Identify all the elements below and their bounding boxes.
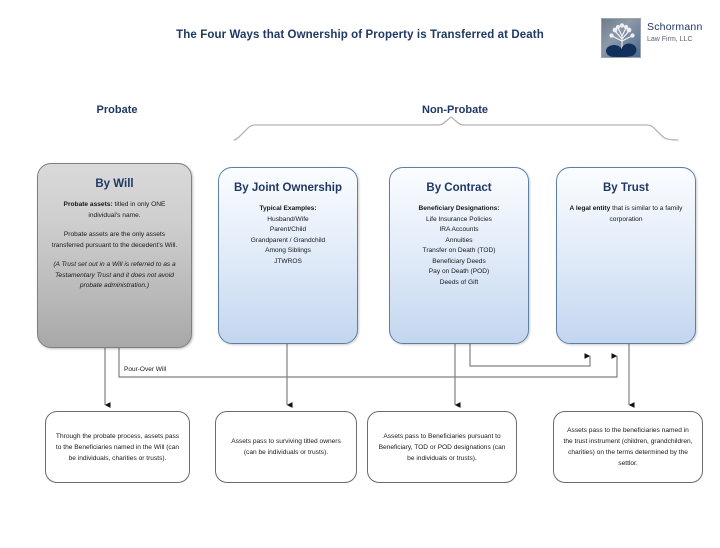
card-by-joint-ownership[interactable]: By Joint Ownership Typical Examples: Hus… xyxy=(218,167,358,344)
contract-list-item: Transfer on Death (TOD) xyxy=(422,247,496,254)
card-by-trust[interactable]: By Trust A legal entity that is similar … xyxy=(556,167,696,344)
card-body-by-joint-ownership: Typical Examples: Husband/Wife Parent/Ch… xyxy=(219,204,357,267)
logo-firm-name: Schormann xyxy=(647,21,703,33)
outcome-box-will[interactable]: Through the probate process, assets pass… xyxy=(45,411,190,483)
joint-list-item: JTWROS xyxy=(274,257,302,265)
outcome-box-joint-ownership[interactable]: Assets pass to surviving titled owners (… xyxy=(215,411,357,483)
card-title-by-will: By Will xyxy=(95,178,134,190)
contract-list-item: Annuities xyxy=(445,236,473,244)
contract-list-item: Life Insurance Policies xyxy=(426,215,492,223)
outcome-box-trust[interactable]: Assets pass to the beneficiaries named i… xyxy=(553,411,703,483)
card-by-contract[interactable]: By Contract Beneficiary Designations: Li… xyxy=(389,167,529,344)
outcome-text-trust: Assets pass to the beneficiaries named i… xyxy=(563,427,693,467)
card-title-by-trust: By Trust xyxy=(602,182,649,194)
pour-over-will-label: Pour-Over Will xyxy=(124,366,167,373)
joint-list-item: Grandparent / Grandchild xyxy=(250,236,326,244)
tree-logo-icon xyxy=(601,18,641,58)
joint-list-item: Parent/Child xyxy=(269,226,307,233)
joint-list-heading: Typical Examples: xyxy=(259,205,317,212)
page-title: The Four Ways that Ownership of Property… xyxy=(176,29,544,41)
group-label-non-probate: Non-Probate xyxy=(422,104,488,116)
contract-list-item: Beneficiary Deeds xyxy=(432,257,486,265)
joint-list-item: Among Siblings xyxy=(265,247,311,254)
outcome-text-will: Through the probate process, assets pass… xyxy=(55,432,180,462)
outcome-box-contract[interactable]: Assets pass to Beneficiaries pursuant to… xyxy=(367,411,517,483)
contract-list-item: IRA Accounts xyxy=(439,226,479,233)
firm-logo: Schormann Law Firm, LLC xyxy=(601,18,707,60)
card-body-by-will: Probate assets: titled in only ONE indiv… xyxy=(38,200,191,292)
by-trust-term: A legal entity xyxy=(569,205,611,212)
by-trust-paragraph-1: A legal entity that is similar to a fami… xyxy=(567,204,685,225)
contract-list-item: Deeds of Gift xyxy=(439,278,479,286)
group-label-probate: Probate xyxy=(96,104,138,116)
card-body-by-trust: A legal entity that is similar to a fami… xyxy=(557,204,695,225)
logo-wordmark: Schormann Law Firm, LLC xyxy=(647,21,709,45)
outcome-text-contract: Assets pass to Beneficiaries pursuant to… xyxy=(378,432,506,462)
by-trust-term-rest: that is similar to a family corporation xyxy=(609,205,683,223)
card-body-by-contract: Beneficiary Designations: Life Insurance… xyxy=(390,204,528,288)
non-probate-brace xyxy=(233,116,679,141)
joint-list-item: Husband/Wife xyxy=(267,215,309,223)
contract-list-item: Pay on Death (POD) xyxy=(428,268,490,275)
by-will-paragraph-2: Probate assets are the only assets trans… xyxy=(51,231,178,249)
logo-firm-subtitle: Law Firm, LLC xyxy=(647,36,693,43)
by-will-term-rest: titled in only ONE individual's name. xyxy=(88,201,166,219)
by-will-paragraph-3: (A Trust set out in a Will is referred t… xyxy=(53,261,176,289)
card-title-by-joint-ownership: By Joint Ownership xyxy=(234,182,342,194)
by-will-paragraph-1: Probate assets: titled in only ONE indiv… xyxy=(48,200,181,221)
card-by-will[interactable]: By Will Probate assets: titled in only O… xyxy=(37,163,192,348)
contract-list-heading: Beneficiary Designations: xyxy=(418,205,500,212)
outcome-text-joint-ownership: Assets pass to surviving titled owners (… xyxy=(231,438,341,456)
by-will-term: Probate assets: xyxy=(63,201,113,208)
card-title-by-contract: By Contract xyxy=(426,182,492,194)
